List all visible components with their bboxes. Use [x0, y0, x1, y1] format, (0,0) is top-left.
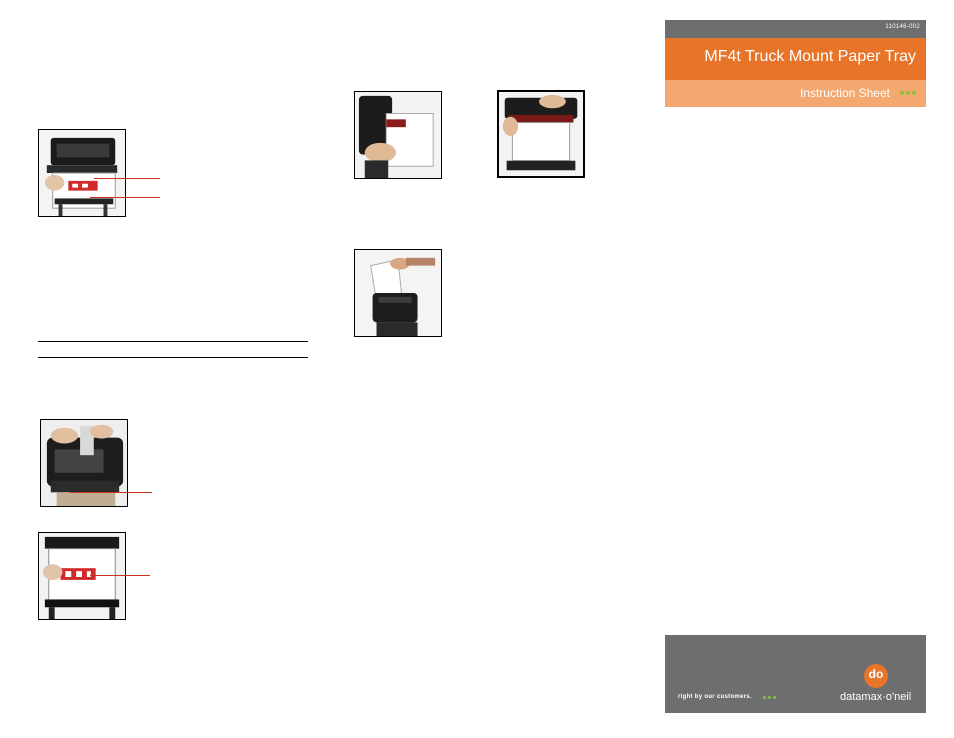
- photo-roll-closing: [497, 90, 585, 178]
- printer-photo-icon: [499, 92, 583, 176]
- subtitle-bar: Instruction Sheet: [665, 80, 926, 107]
- decorative-dots-icon: [900, 91, 916, 95]
- callout-line-1: [94, 178, 160, 179]
- company-brand-name: datamax·o'neil: [840, 691, 912, 703]
- callout-line-2: [90, 197, 160, 198]
- printer-photo-icon: [355, 92, 441, 178]
- document-title: MF4t Truck Mount Paper Tray: [704, 48, 916, 65]
- printer-photo-icon: [39, 533, 125, 619]
- divider-bottom: [38, 357, 308, 358]
- tagline-dots-icon: [763, 696, 776, 699]
- photo-tray-mechanism: [40, 419, 128, 507]
- document-subtitle: Instruction Sheet: [799, 86, 890, 100]
- footer-block: right by our customers. do datamax·o'nei…: [665, 635, 926, 713]
- title-bar: MF4t Truck Mount Paper Tray: [665, 38, 926, 80]
- photo-paper-insert: [38, 532, 126, 620]
- photo-paper-feed: [354, 249, 442, 337]
- callout-line-3: [70, 492, 152, 493]
- company-logo-icon: do: [864, 664, 888, 688]
- callout-line-4: [90, 575, 150, 576]
- footer-tagline: right by our customers.: [678, 694, 752, 700]
- photo-printer-open-paper: [38, 129, 126, 217]
- printer-photo-icon: [39, 130, 125, 216]
- photo-roll-loading: [354, 91, 442, 179]
- printer-photo-icon: [355, 250, 441, 336]
- divider-top: [38, 341, 308, 342]
- logo-monogram: do: [868, 667, 884, 681]
- header-bar: 110146-002: [665, 20, 926, 38]
- printer-photo-icon: [41, 420, 127, 506]
- document-number: 110146-002: [885, 24, 920, 30]
